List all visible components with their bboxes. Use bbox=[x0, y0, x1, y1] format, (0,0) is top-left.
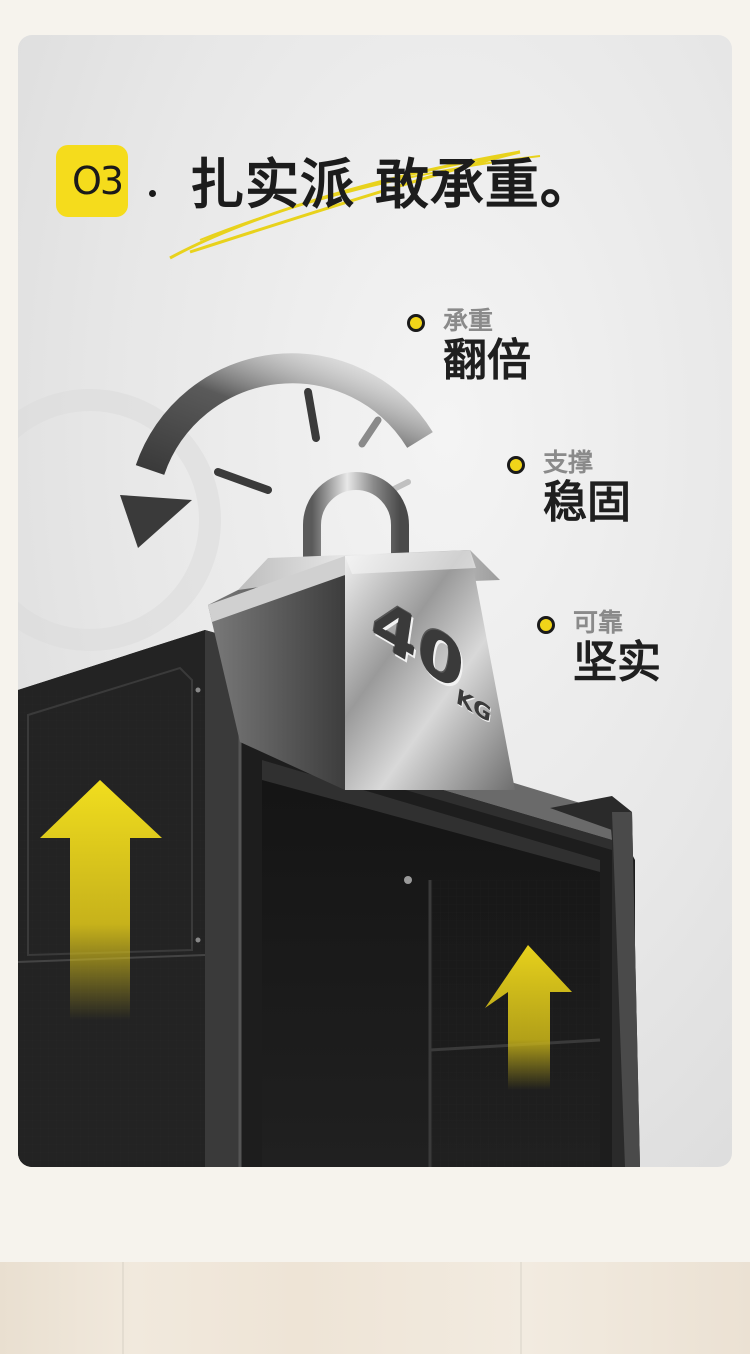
weight-icon bbox=[208, 550, 515, 790]
highlight-swoosh bbox=[169, 150, 541, 260]
feature-caption: 支撑 bbox=[543, 448, 594, 477]
strip-seam bbox=[122, 1262, 124, 1354]
rotate-arrow-icon bbox=[135, 353, 433, 475]
upward-arrow-icon bbox=[40, 780, 162, 1020]
upward-arrow-small-icon bbox=[485, 945, 572, 1090]
feature-bullet-icon bbox=[537, 616, 555, 634]
feature-bullet-icon bbox=[507, 456, 525, 474]
section-number-badge bbox=[56, 145, 128, 217]
section-number-dot bbox=[149, 190, 156, 197]
feature-caption: 可靠 bbox=[573, 608, 624, 637]
feature-title: 稳固 bbox=[543, 477, 631, 528]
feature-title: 翻倍 bbox=[443, 335, 531, 386]
feature-bullet-icon bbox=[407, 314, 425, 332]
feature-caption: 承重 bbox=[443, 306, 494, 335]
cabinet-left-column bbox=[18, 630, 240, 1167]
bottom-strip bbox=[0, 1262, 750, 1354]
strip-seam bbox=[520, 1262, 522, 1354]
background-circle bbox=[18, 389, 221, 651]
weight-shackle bbox=[303, 472, 409, 560]
rotate-arrow-head bbox=[120, 495, 192, 548]
section-number: O3 bbox=[72, 159, 124, 203]
section-title: 扎实派 敢承重。 bbox=[190, 153, 595, 216]
feature-title: 坚实 bbox=[573, 637, 661, 688]
